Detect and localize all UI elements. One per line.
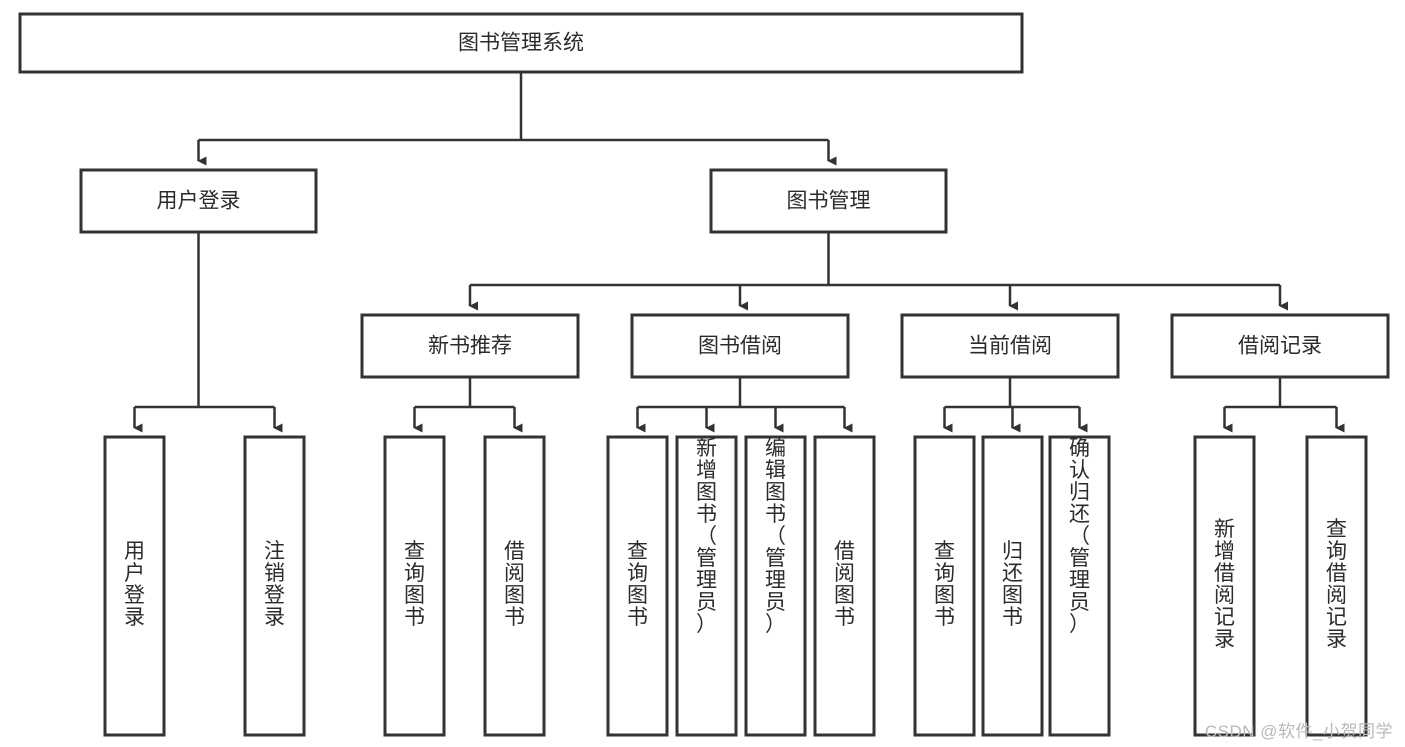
node-leaf-query-borrow-record[interactable]: 查询借阅记录 <box>1305 435 1368 737</box>
node-leaf-user-logout[interactable]: 注销登录 <box>243 435 306 737</box>
node-label: 图书管理系统 <box>458 32 584 55</box>
node-leaf-edit-book-admin[interactable]: 编辑图书（管理员） <box>744 435 807 737</box>
node-leaf-borrow-book-rec[interactable]: 借阅图书 <box>483 435 546 737</box>
node-box <box>360 313 580 379</box>
node-book-manage[interactable]: 图书管理 <box>709 168 948 234</box>
node-box <box>1305 435 1368 737</box>
connector-layer <box>133 72 1345 433</box>
node-label: 查询借阅记录 <box>1326 518 1347 651</box>
node-box <box>606 435 669 737</box>
node-label: 图书借阅 <box>698 335 782 358</box>
node-label: 确认归还（管理员） <box>1069 437 1090 636</box>
node-label: 新增图书（管理员） <box>696 437 717 636</box>
node-layer: 图书管理系统用户登录图书管理新书推荐图书借阅当前借阅借阅记录用户登录注销登录查询… <box>18 12 1390 737</box>
node-box <box>981 435 1044 737</box>
node-box <box>1048 435 1111 737</box>
node-box <box>243 435 306 737</box>
node-box <box>813 435 876 737</box>
node-label: 查询图书 <box>627 540 648 629</box>
node-box <box>913 435 976 737</box>
node-label: 注销登录 <box>264 540 285 629</box>
node-leaf-query-book-cur[interactable]: 查询图书 <box>913 435 976 737</box>
node-label: 借阅图书 <box>834 540 855 629</box>
node-book-borrow[interactable]: 图书借阅 <box>630 313 850 379</box>
node-label: 新书推荐 <box>428 335 512 358</box>
node-current-borrow[interactable]: 当前借阅 <box>900 313 1120 379</box>
node-box <box>1170 313 1390 379</box>
node-box <box>1193 435 1256 737</box>
node-leaf-query-book-rec[interactable]: 查询图书 <box>383 435 446 737</box>
node-label: 用户登录 <box>157 190 241 213</box>
node-label: 图书管理 <box>787 190 871 213</box>
node-box <box>744 435 807 737</box>
node-root[interactable]: 图书管理系统 <box>18 12 1024 74</box>
node-leaf-return-book[interactable]: 归还图书 <box>981 435 1044 737</box>
node-leaf-add-book-admin[interactable]: 新增图书（管理员） <box>675 435 738 737</box>
node-label: 借阅记录 <box>1238 335 1322 358</box>
node-leaf-user-login[interactable]: 用户登录 <box>103 435 166 737</box>
node-label: 编辑图书（管理员） <box>765 437 786 636</box>
node-label: 查询图书 <box>934 540 955 629</box>
node-label: 借阅图书 <box>504 540 525 629</box>
node-new-book-rec[interactable]: 新书推荐 <box>360 313 580 379</box>
node-label: 当前借阅 <box>968 335 1052 358</box>
node-label: 用户登录 <box>124 540 145 629</box>
node-box <box>383 435 446 737</box>
node-box <box>483 435 546 737</box>
node-user-login[interactable]: 用户登录 <box>79 168 318 234</box>
node-leaf-borrow-book[interactable]: 借阅图书 <box>813 435 876 737</box>
node-box <box>709 168 948 234</box>
node-box <box>103 435 166 737</box>
node-box <box>630 313 850 379</box>
node-box <box>900 313 1120 379</box>
node-label: 新增借阅记录 <box>1214 518 1235 651</box>
node-leaf-confirm-return-admin[interactable]: 确认归还（管理员） <box>1048 435 1111 737</box>
node-box <box>675 435 738 737</box>
node-label: 归还图书 <box>1002 540 1023 629</box>
node-box <box>18 12 1024 74</box>
node-leaf-add-borrow-record[interactable]: 新增借阅记录 <box>1193 435 1256 737</box>
node-borrow-record[interactable]: 借阅记录 <box>1170 313 1390 379</box>
node-label: 查询图书 <box>404 540 425 629</box>
node-leaf-query-book[interactable]: 查询图书 <box>606 435 669 737</box>
node-box <box>79 168 318 234</box>
